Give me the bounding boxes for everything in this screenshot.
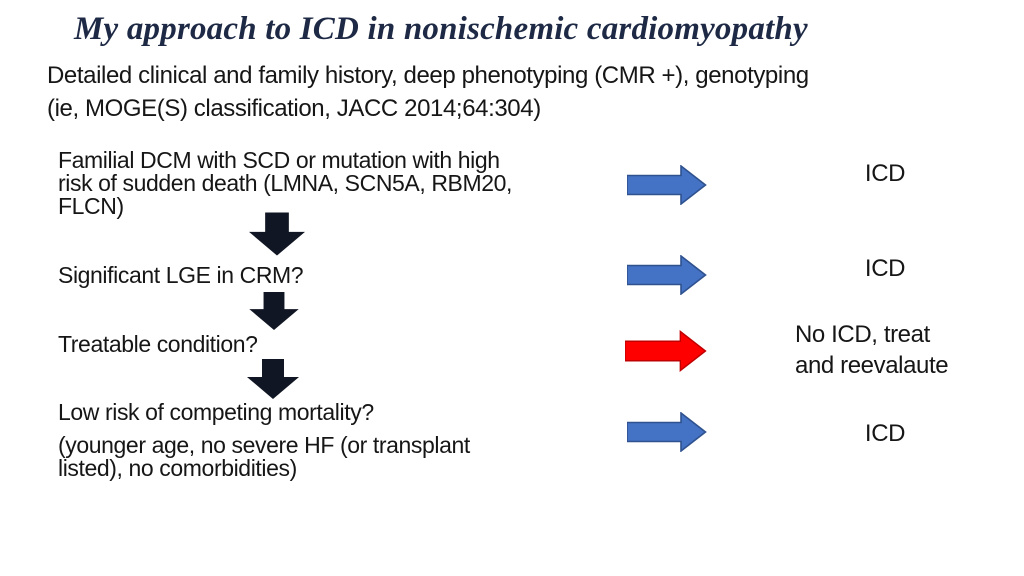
down-arrow-icon (247, 358, 299, 400)
step3-question-line-1: Treatable condition? (58, 331, 258, 357)
step1-question-line-1: Familial DCM with SCD or mutation with h… (58, 147, 500, 173)
step1-outcome: ICD (864, 160, 906, 187)
blue-right-arrow-icon (627, 412, 707, 452)
step3-outcome-line-1: No ICD, treat (795, 321, 930, 348)
down-arrow-icon (248, 292, 300, 330)
red-right-arrow-icon (625, 330, 707, 372)
step4-outcome: ICD (864, 420, 906, 447)
step3-outcome-line-2: and reevalaute (795, 352, 949, 379)
blue-right-arrow-icon (627, 165, 707, 205)
step2-question-line-1: Significant LGE in CRM? (58, 262, 304, 288)
slide-title: My approach to ICD in nonischemic cardio… (74, 11, 808, 47)
step2-outcome: ICD (864, 255, 906, 282)
subtitle-line-1: Detailed clinical and family history, de… (47, 62, 809, 89)
subtitle-line-2: (ie, MOGE(S) classification, JACC 2014;6… (47, 95, 541, 122)
step4-question-line-3: listed), no comorbidities) (58, 455, 297, 481)
step3-outcome: No ICD, treat and reevalaute (795, 319, 949, 381)
down-arrow-icon (249, 209, 305, 259)
blue-right-arrow-icon (627, 255, 707, 295)
step1-question-line-2: risk of sudden death (LMNA, SCN5A, RBM20… (58, 170, 513, 196)
step4-question-line-2: (younger age, no severe HF (or transplan… (58, 432, 470, 458)
step4-question-line-1: Low risk of competing mortality? (58, 399, 374, 425)
step1-question-line-3: FLCN) (58, 193, 124, 219)
